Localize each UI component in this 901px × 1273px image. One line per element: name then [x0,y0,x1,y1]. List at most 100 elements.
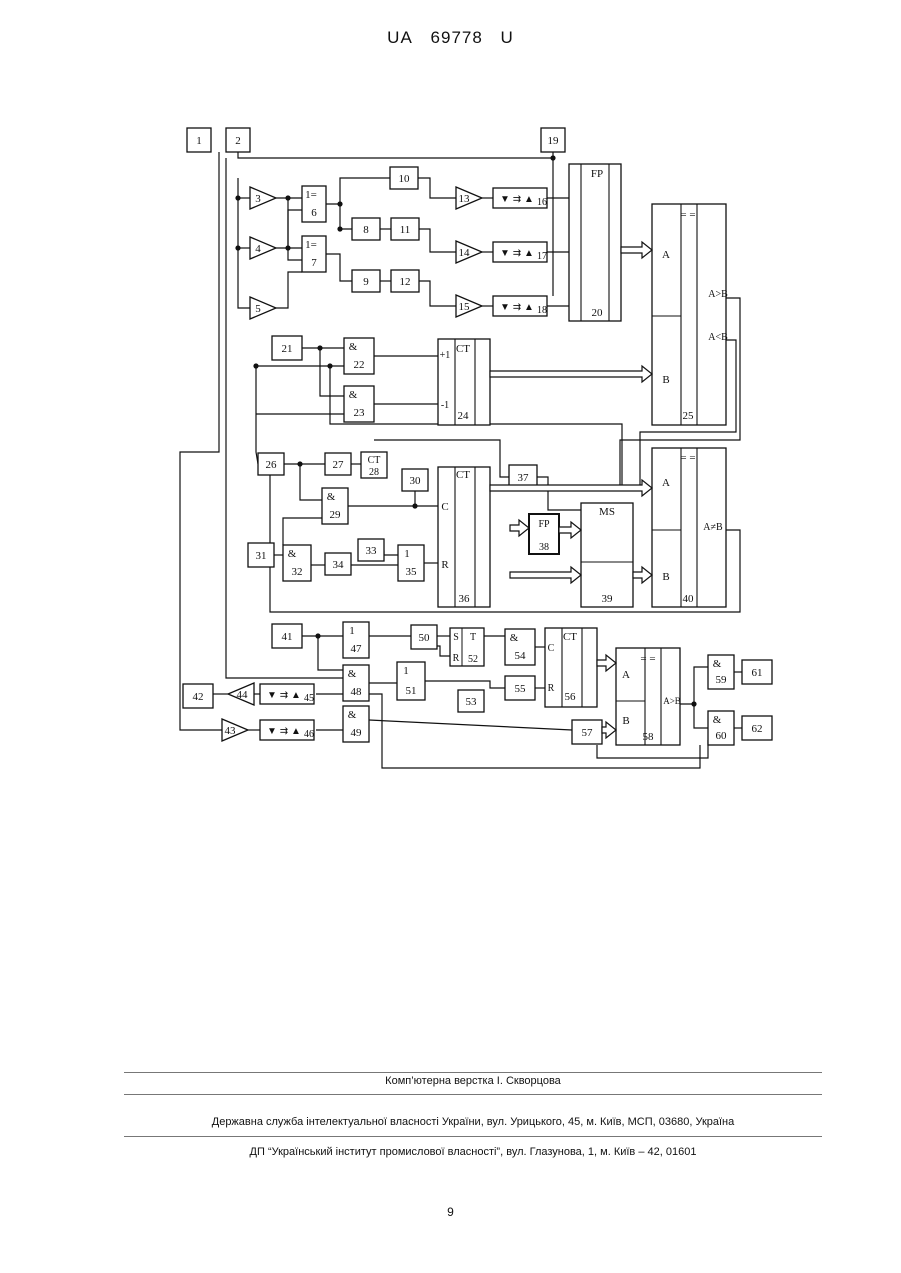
b45-label: 45 [304,693,314,704]
b62-label: 62 [752,723,763,735]
wire [320,348,344,396]
footer-institute: ДП “Український інститут промислової вла… [124,1146,822,1158]
b37-label: 37 [518,472,530,484]
b54-symbol: & [510,632,519,644]
junction-dot [413,504,417,508]
b6-label: 6 [311,207,317,219]
b36-r-text: R [441,559,449,571]
b47-label: 47 [351,643,363,655]
b18-diode-glyph: ▲ [524,302,534,313]
wire [288,198,302,260]
b12-label: 12 [400,276,411,288]
b52-symbol: T [470,632,476,643]
bus-38-to-39 [559,522,581,538]
junction-dot [298,462,302,466]
b50-label: 50 [419,632,431,644]
wire [425,681,505,688]
b32-symbol: & [288,548,297,560]
b29-symbol: & [327,491,336,503]
b58-label: 58 [643,731,655,743]
wire [418,178,456,198]
b24-symbol: CT [456,343,470,355]
b52-label: 52 [468,654,478,665]
b52-s-text: S [453,632,459,643]
b22-symbol: & [349,341,358,353]
b24-label: 24 [458,410,470,422]
b16-led-glyph: ▼ [500,194,510,205]
b39-symbol: MS [599,506,615,518]
b45-arrow-glyph: ⇉ [280,690,288,701]
wire [283,518,322,545]
b32-label: 32 [292,566,303,578]
b40-symbol: = = [680,452,695,464]
b45-led-glyph: ▼ [267,690,277,701]
wire [437,646,450,656]
b56-label: 56 [565,691,577,703]
b31-label: 31 [256,550,267,562]
footer-rule-3 [124,1136,822,1137]
b39-box [581,503,633,607]
junction-dot [328,364,332,368]
b46-led-glyph: ▼ [267,726,277,737]
b5-label: 5 [255,303,261,315]
junction-dot [254,364,258,368]
b3-label: 3 [255,193,261,205]
wire [369,720,572,730]
bus-56-to-58 [597,655,616,671]
b30-label: 30 [410,475,422,487]
junction-dot [338,202,342,206]
b34-label: 34 [333,559,345,571]
b16-arrow-glyph: ⇉ [513,194,521,205]
b33-label: 33 [366,545,378,557]
b59-symbol: & [713,658,722,670]
b1-label: 1 [196,135,202,147]
b49-label: 49 [351,727,363,739]
wire [326,178,390,204]
b38-label: 38 [539,542,549,553]
b21-label: 21 [282,343,293,355]
b7-label: 7 [311,257,317,269]
b42-label: 42 [193,691,204,703]
junction-dot [236,196,240,200]
b11-label: 11 [400,224,411,236]
b10-label: 10 [399,173,411,185]
b38-symbol: FP [538,519,550,530]
b8-label: 8 [363,224,369,236]
b36-box [438,467,490,607]
b35-symbol: 1 [404,548,410,560]
b56-c-text: C [548,643,555,654]
wire [276,272,302,308]
b36-c-text: C [441,501,448,513]
b4-label: 4 [255,243,261,255]
b20-box [569,164,621,321]
junction-dot [318,346,322,350]
junction-dot [236,246,240,250]
b57-label: 57 [582,727,594,739]
b43-label: 43 [225,725,237,737]
b20-symbol: FP [591,168,603,180]
wire [180,152,222,730]
junction-dot [316,634,320,638]
b51-symbol: 1 [403,665,409,677]
b18-label: 18 [537,305,547,316]
b25-box [652,204,726,425]
b2-label: 2 [235,135,241,147]
b45-diode-glyph: ▲ [291,690,301,701]
b41-label: 41 [282,631,293,643]
wire [348,491,415,506]
wire [288,210,302,248]
b25-b-text: B [662,374,669,386]
b59-label: 59 [716,674,728,686]
b51-label: 51 [406,685,417,697]
footer-layout-credit: Комп’ютерна верстка І. Скворцова [124,1075,822,1087]
b28-label: 28 [369,467,379,478]
bus-36-to-38 [510,520,529,536]
b25-label: 25 [683,410,695,422]
junction-dot [286,246,290,250]
junction-dot [551,156,555,160]
b39-label: 39 [602,593,614,605]
b25-a-text: A [662,249,670,261]
b18-led-glyph: ▼ [500,302,510,313]
b17-led-glyph: ▼ [500,248,510,259]
block-diagram: 1219108119122126273037313433415053554257… [0,0,901,800]
